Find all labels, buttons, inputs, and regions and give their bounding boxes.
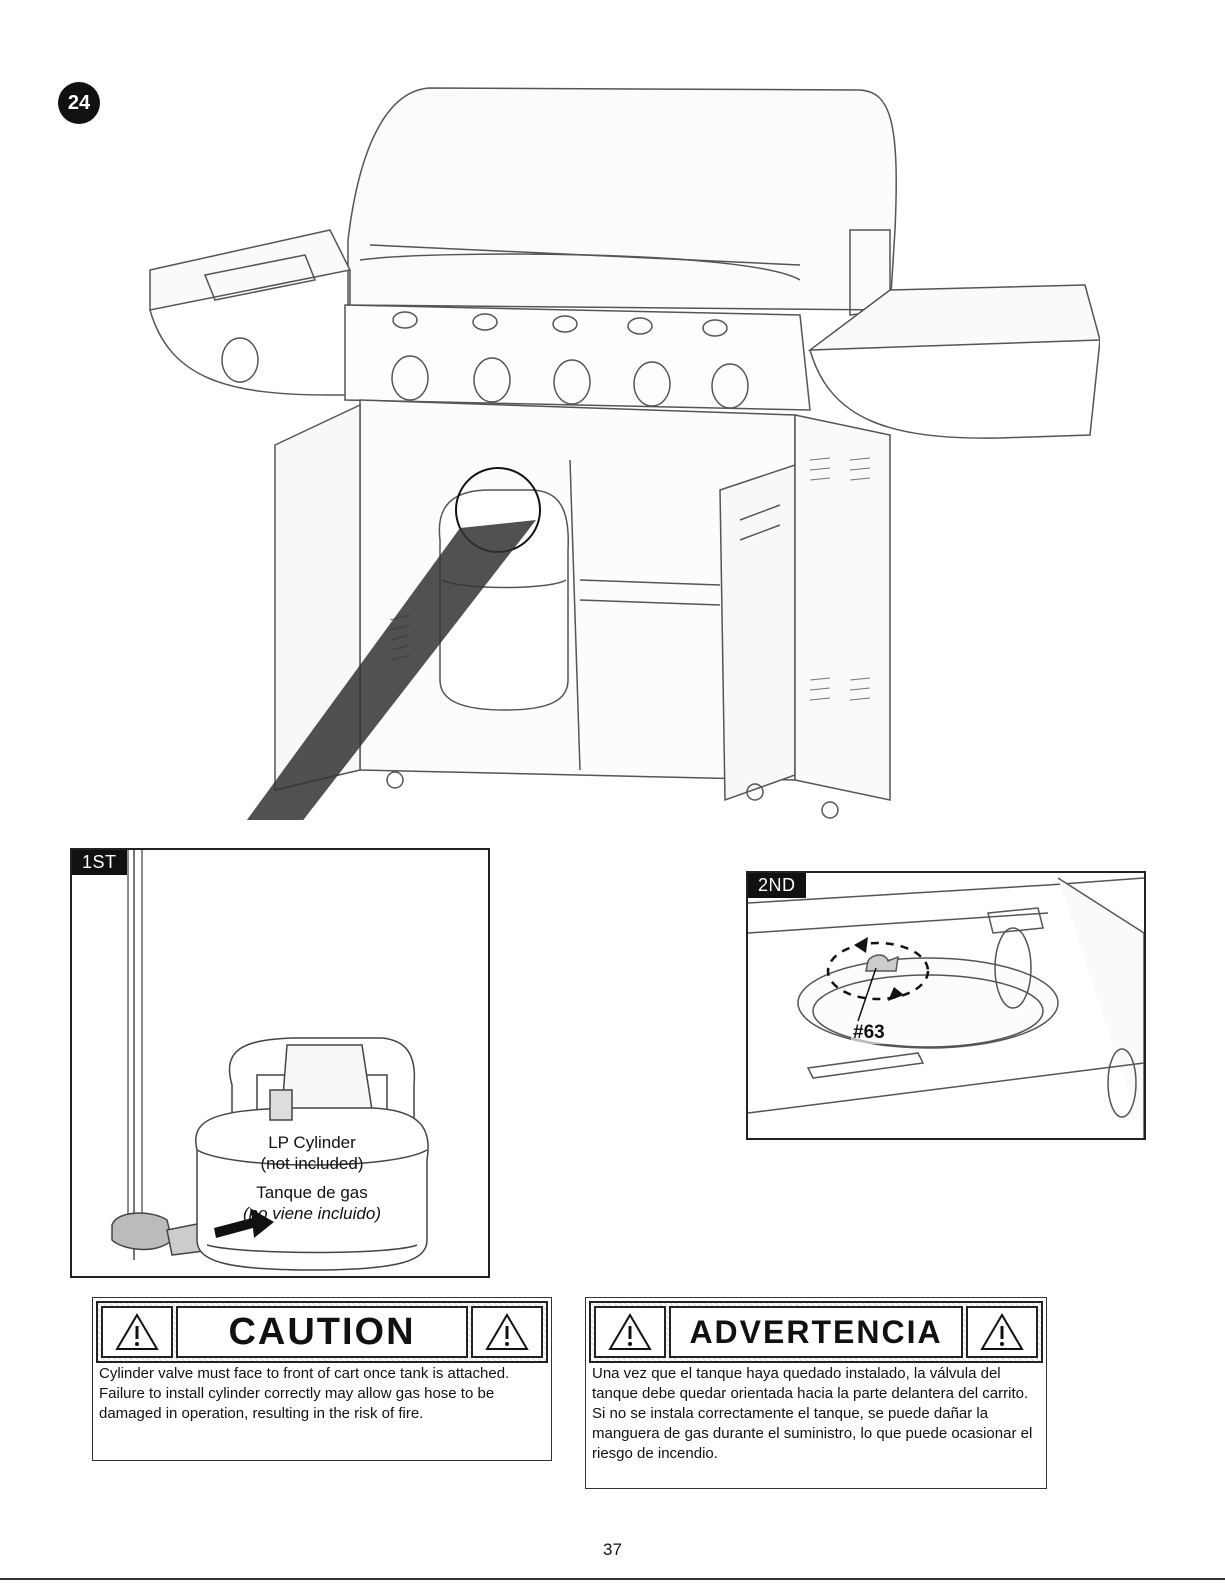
advertencia-header: ADVERTENCIA — [589, 1301, 1043, 1363]
cylinder-retainer-illustration — [748, 877, 1144, 1138]
panel-first-step: 1ST LP Cylinder (not included) Tanque de… — [70, 848, 490, 1278]
warning-triangle-icon — [594, 1306, 666, 1358]
grill-illustration — [149, 87, 1100, 820]
part-number-label: #63 — [851, 1022, 887, 1044]
panel-second-step: 2ND #63 — [746, 871, 1146, 1140]
step-number-badge: 24 — [58, 82, 100, 124]
warning-triangle-icon — [471, 1306, 543, 1358]
step-tag-second: 2ND — [748, 873, 806, 898]
advertencia-body: Una vez que el tanque haya quedado insta… — [592, 1365, 1033, 1462]
caution-header: CAUTION — [96, 1301, 548, 1363]
caution-heading: CAUTION — [176, 1306, 468, 1358]
caution-body: Cylinder valve must face to front of car… — [99, 1365, 510, 1422]
advertencia-box: ADVERTENCIA Una vez que el tanque haya q… — [585, 1297, 1047, 1489]
advertencia-heading: ADVERTENCIA — [669, 1306, 963, 1358]
caution-box: CAUTION Cylinder valve must face to fron… — [92, 1297, 552, 1461]
bottom-divider — [0, 1578, 1225, 1580]
lp-cylinder-connection-illustration — [111, 850, 429, 1271]
cylinder-label-es: Tanque de gas — [256, 1183, 368, 1202]
warning-triangle-icon — [966, 1306, 1038, 1358]
step-tag-first: 1ST — [72, 850, 127, 875]
cylinder-label-en-note: (not included) — [260, 1154, 364, 1173]
cylinder-label-en: LP Cylinder — [268, 1133, 356, 1152]
cylinder-label-es-note: (no viene incluido) — [243, 1204, 381, 1223]
page-number: 37 — [603, 1540, 622, 1559]
warning-triangle-icon — [101, 1306, 173, 1358]
